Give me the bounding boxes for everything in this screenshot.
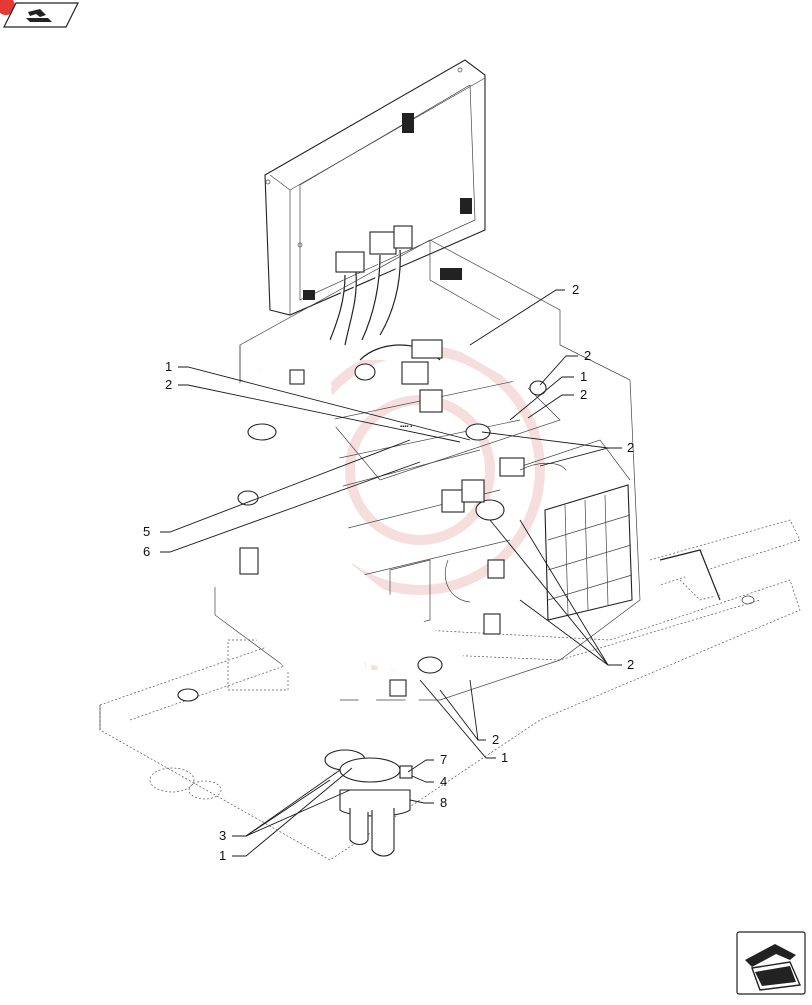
callout-2: 2 bbox=[584, 348, 591, 363]
connector-block bbox=[487, 559, 505, 579]
page-forward-button[interactable] bbox=[0, 0, 79, 28]
callout-1: 1 bbox=[501, 750, 508, 765]
callout-2: 2 bbox=[572, 282, 579, 297]
hose-clamp bbox=[465, 423, 491, 441]
callout-2: 2 bbox=[492, 732, 499, 747]
hose-clamp bbox=[237, 490, 259, 506]
callout-3: 3 bbox=[219, 828, 226, 843]
block-grille bbox=[440, 268, 462, 280]
clamps bbox=[237, 423, 505, 783]
callout-1: 1 bbox=[219, 848, 226, 863]
connector-block bbox=[401, 361, 429, 385]
callout-6: 6 bbox=[143, 544, 150, 559]
next-page-button[interactable] bbox=[736, 931, 806, 995]
callout-2: 2 bbox=[165, 377, 172, 392]
bracket bbox=[399, 765, 413, 779]
page-forward-icon bbox=[26, 9, 52, 22]
leader-lines bbox=[160, 289, 622, 857]
bulkhead-grommet bbox=[339, 789, 411, 857]
connector-block bbox=[389, 679, 407, 697]
connector-block bbox=[419, 389, 443, 413]
ecu-connector bbox=[393, 225, 413, 249]
main-hoses bbox=[191, 352, 523, 792]
engine-block bbox=[214, 239, 721, 701]
callout-1: 1 bbox=[165, 359, 172, 374]
part-marking: ▪▪▪▪ ▪ bbox=[400, 424, 412, 430]
callout-2: 2 bbox=[627, 440, 634, 455]
radiator-core bbox=[544, 484, 633, 621]
ecu-connector bbox=[369, 231, 397, 255]
callout-1: 1 bbox=[580, 369, 587, 384]
relay-block bbox=[411, 339, 443, 359]
hose-clamp bbox=[417, 656, 443, 674]
connector-block bbox=[461, 479, 485, 503]
next-page-icon bbox=[745, 944, 796, 967]
ecu-grille bbox=[303, 290, 315, 300]
hose-clamp bbox=[247, 423, 277, 441]
connector-block bbox=[483, 613, 501, 635]
callout-2: 2 bbox=[627, 657, 634, 672]
callout-4: 4 bbox=[440, 774, 447, 789]
connector-block bbox=[441, 489, 465, 513]
callout-8: 8 bbox=[440, 795, 447, 810]
callout-5: 5 bbox=[143, 524, 150, 539]
connector-block bbox=[499, 457, 525, 477]
ecu-connector bbox=[335, 251, 365, 273]
ecu-grille bbox=[460, 198, 472, 214]
callout-labels: 1 2 5 6 2 2 1 2 2 2 2 1 7 4 8 3 1 bbox=[143, 282, 634, 863]
hose-clamp bbox=[475, 499, 505, 521]
connector-block bbox=[239, 547, 259, 575]
next-page-icon-fill bbox=[755, 966, 796, 986]
callout-7: 7 bbox=[440, 752, 447, 767]
harness-connectors: ▪▪▪▪ ▪ bbox=[239, 339, 567, 779]
connector-block bbox=[289, 369, 305, 385]
callout-2: 2 bbox=[580, 387, 587, 402]
ecu-harness bbox=[329, 249, 401, 346]
ecu-grille bbox=[402, 113, 414, 133]
